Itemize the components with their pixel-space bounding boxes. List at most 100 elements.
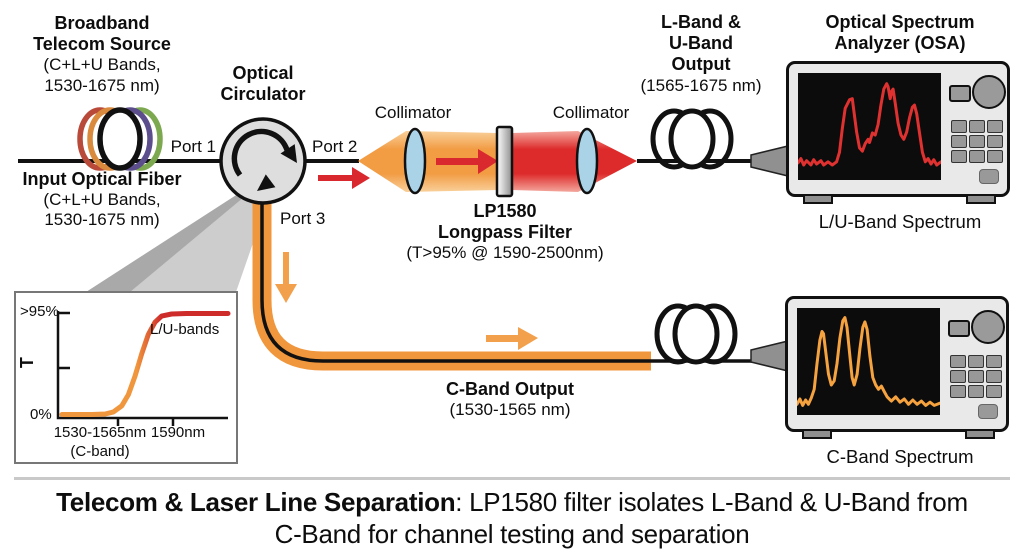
collimator-lens-left [403, 127, 427, 195]
input-fiber-sub1: (C+L+U Bands, [43, 190, 161, 210]
inset-y-min-label: 0% [30, 406, 52, 423]
inset-y-max-label: >95% [20, 303, 59, 320]
osa-top-small-button[interactable] [949, 85, 971, 102]
circulator-title: Optical Circulator [203, 63, 323, 105]
osa-device-top [786, 61, 1010, 204]
osa-bottom-knob[interactable] [971, 310, 1005, 344]
osa-bottom-small-button[interactable] [948, 320, 970, 337]
transmission-inset-graph [14, 291, 238, 464]
osa-top-key-1[interactable] [951, 120, 967, 133]
c-band-right-arrow [486, 327, 538, 350]
longpass-filter-element [495, 125, 514, 198]
osa-bottom-key-7[interactable] [950, 385, 966, 398]
c-output-range: (1530-1565 nm) [449, 400, 571, 420]
collimator-lens-right [575, 127, 599, 195]
lu-output-label: L-Band & U-Band Output (1565-1675 nm) [630, 12, 772, 96]
osa-bottom-key-2[interactable] [968, 355, 984, 368]
callout-wedge [86, 190, 268, 292]
inset-curve-label: L/U-bands [150, 321, 220, 338]
transmission-curve [59, 311, 231, 417]
lu-output-line1: L-Band & [661, 12, 741, 32]
osa-bottom-screen [795, 308, 942, 415]
osa-bottom-power-button[interactable] [978, 404, 998, 419]
osa-title: Optical Spectrum Analyzer (OSA) [805, 12, 995, 54]
source-fiber-coil [77, 107, 163, 171]
circulator-title-line2: Circulator [220, 84, 306, 105]
osa-bottom-key-8[interactable] [968, 385, 984, 398]
lu-output-fiber-coil [650, 108, 734, 170]
lu-spectrum-caption: L/U-Band Spectrum [818, 211, 982, 232]
osa-top-key-6[interactable] [987, 135, 1003, 148]
inset-x-label1: 1530-1565nm [53, 424, 147, 441]
inset-y-axis-label: T [16, 357, 37, 369]
source-sub-line1: (C+L+U Bands, [43, 55, 161, 75]
caption-bold: Telecom & Laser Line Separation [56, 487, 456, 517]
osa-bottom-key-1[interactable] [950, 355, 966, 368]
source-title: Broadband Telecom Source (C+L+U Bands, 1… [18, 13, 186, 96]
port2-label: Port 2 [312, 137, 358, 156]
lu-output-range: (1565-1675 nm) [640, 75, 762, 95]
osa-bottom-key-3[interactable] [986, 355, 1002, 368]
osa-bottom-connector [750, 340, 789, 372]
osa-bottom-key-5[interactable] [968, 370, 984, 383]
source-sub-line2: 1530-1675 nm) [44, 75, 160, 95]
circulator-title-line1: Optical [232, 63, 294, 83]
osa-top-key-5[interactable] [969, 135, 985, 148]
osa-bottom-key-6[interactable] [986, 370, 1002, 383]
osa-top-screen [796, 73, 943, 180]
osa-top-power-button[interactable] [979, 169, 999, 184]
filter-spec: (T>95% @ 1590-2500nm) [406, 243, 604, 263]
circulator-port3-arrowhead [257, 174, 276, 191]
caption-line2: C-Band for channel testing and separatio… [274, 519, 750, 549]
caption-line1: Telecom & Laser Line Separation: LP1580 … [0, 487, 1024, 518]
red-beam [512, 131, 637, 192]
caption-regular: : LP1580 filter isolates L-Band & U-Band… [455, 487, 968, 517]
osa-bottom-foot-left [802, 429, 832, 439]
osa-top-key-4[interactable] [951, 135, 967, 148]
inset-x-sublabel: (C-band) [70, 443, 130, 460]
input-fiber-sub2: 1530-1675 nm) [44, 210, 160, 230]
lu-output-line2: U-Band [669, 33, 733, 54]
osa-top-key-2[interactable] [969, 120, 985, 133]
c-output-title: C-Band Output [446, 379, 574, 399]
beam-direction-arrow [436, 149, 498, 174]
optical-circulator-symbol [219, 117, 307, 205]
source-title-line2: Telecom Source [33, 34, 171, 55]
lu-output-line3: Output [671, 54, 731, 75]
osa-top-key-8[interactable] [969, 150, 985, 163]
osa-device-bottom [785, 296, 1009, 439]
inset-x-label2: 1590nm [150, 424, 206, 441]
circulator-cw-arrowhead [280, 144, 297, 163]
osa-top-connector [750, 145, 789, 177]
port1-label: Port 1 [170, 137, 216, 156]
lu-spectrum-trace [796, 82, 943, 167]
c-band-fiber-path [252, 200, 753, 371]
filter-label: LP1580 Longpass Filter (T>95% @ 1590-250… [395, 201, 615, 264]
osa-top-foot-right [966, 194, 996, 204]
input-fiber-title: Input Optical Fiber [22, 169, 182, 189]
c-spectrum-caption: C-Band Spectrum [826, 446, 974, 467]
osa-top-key-7[interactable] [951, 150, 967, 163]
osa-title-line2: Analyzer (OSA) [834, 33, 966, 54]
source-title-line1: Broadband [54, 13, 150, 33]
port3-down-arrow [275, 252, 297, 303]
osa-top-key-9[interactable] [987, 150, 1003, 163]
c-output-fiber-coil [654, 303, 738, 365]
osa-bottom-foot-right [965, 429, 995, 439]
osa-top-knob[interactable] [972, 75, 1006, 109]
c-output-label: C-Band Output (1530-1565 nm) [420, 379, 600, 420]
osa-title-line1: Optical Spectrum [825, 12, 975, 32]
osa-top-foot-left [803, 194, 833, 204]
osa-top-key-3[interactable] [987, 120, 1003, 133]
filter-name: LP1580 [473, 201, 537, 221]
filter-type: Longpass Filter [437, 222, 572, 243]
caption-divider [14, 477, 1010, 480]
collimator-left-label: Collimator [374, 103, 452, 122]
collimator-right-label: Collimator [552, 103, 630, 122]
input-fiber-label: Input Optical Fiber (C+L+U Bands, 1530-1… [14, 169, 190, 230]
osa-bottom-key-9[interactable] [986, 385, 1002, 398]
c-spectrum-trace [795, 316, 942, 407]
osa-bottom-key-4[interactable] [950, 370, 966, 383]
